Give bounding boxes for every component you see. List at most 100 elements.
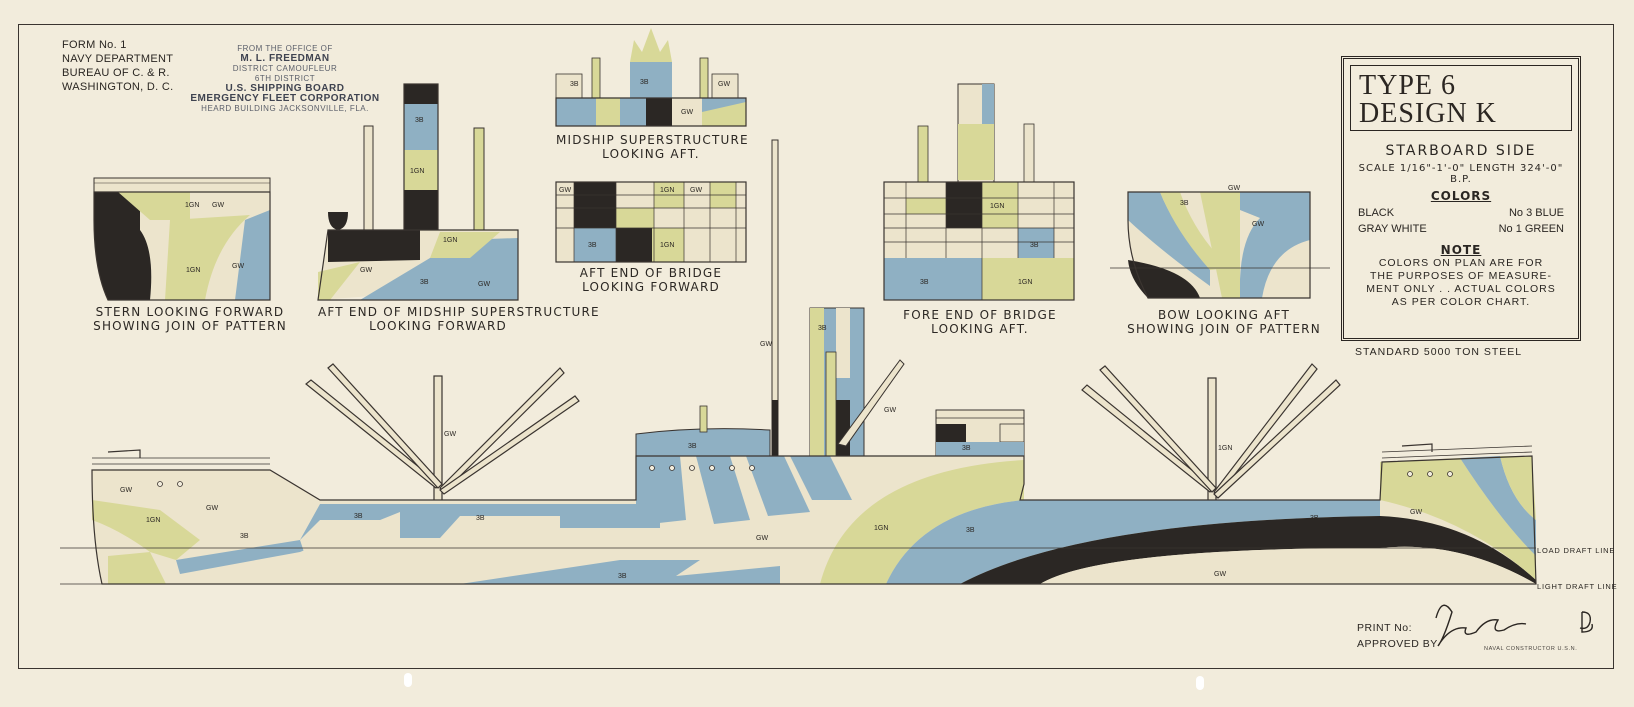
caption-line: LOOKING FORWARD <box>582 280 720 294</box>
zone-label: 3B <box>420 279 429 286</box>
zone-label: GW <box>478 281 490 288</box>
zone-label: 3B <box>966 527 975 534</box>
zone-label: GW <box>681 109 693 116</box>
load-draft-line-label: LOAD DRAFT LINE <box>1537 546 1615 555</box>
color-row-gray-white: GRAY WHITE No 1 GREEN <box>1350 223 1572 235</box>
zone-label: 3B <box>588 242 597 249</box>
initials-mark <box>1579 611 1593 633</box>
caption-line: BOW LOOKING AFT <box>1157 308 1291 322</box>
zone-label: GW <box>1410 509 1422 516</box>
zone-label: 1GN <box>146 517 160 524</box>
zone-label: 1GN <box>443 237 457 244</box>
zone-label: 3B <box>240 533 249 540</box>
colors-heading: COLORS <box>1430 189 1492 203</box>
caption-aft-bridge: AFT END OF BRIDGE LOOKING FORWARD <box>556 266 746 294</box>
note-text: COLORS ON PLAN ARE FOR THE PURPOSES OF M… <box>1350 257 1572 309</box>
zone-label: 3B <box>1180 200 1189 207</box>
zone-label: 3B <box>1030 242 1039 249</box>
aft-mast <box>305 363 580 507</box>
bureau: BUREAU OF C. & R. <box>62 67 170 79</box>
zone-label: GW <box>760 341 772 348</box>
punch-hole <box>404 673 412 687</box>
zone-label: 3B <box>962 445 971 452</box>
zone-label: GW <box>559 187 571 194</box>
stamp-address: HEARD BUILDING JACKSONVILLE, FLA. <box>201 104 369 113</box>
note-line: AS PER COLOR CHART. <box>1391 296 1531 308</box>
zone-label: 1GN <box>185 202 199 209</box>
stamp-name: M. L. FREEDMAN <box>240 53 330 64</box>
caption-line: LOOKING AFT. <box>602 147 700 161</box>
color-code: No 1 GREEN <box>1498 223 1564 235</box>
zone-label: 1GN <box>186 267 200 274</box>
zone-label: 1GN <box>660 242 674 249</box>
caption-fore-bridge: FORE END OF BRIDGE LOOKING AFT. <box>880 308 1080 336</box>
caption-line: STERN LOOKING FORWARD <box>95 305 285 319</box>
zone-label: 3B <box>354 513 363 520</box>
zone-label: GW <box>1214 571 1226 578</box>
fore-bridge-view: 3B 1GN 3B 1GN <box>883 83 1075 301</box>
note-line: COLORS ON PLAN ARE FOR <box>1378 257 1544 269</box>
zone-label: GW <box>718 81 730 88</box>
constructor-label: NAVAL CONSTRUCTOR U.S.N. <box>1484 646 1578 652</box>
note-line: MENT ONLY . . ACTUAL COLORS <box>1366 283 1556 295</box>
zone-label: GW <box>884 407 896 414</box>
zone-label: GW <box>1252 221 1264 228</box>
caption-line: SHOWING JOIN OF PATTERN <box>93 319 287 333</box>
zone-label: GW <box>690 187 702 194</box>
zone-label: GW <box>120 487 132 494</box>
stamp-line: DISTRICT CAMOUFLEUR <box>232 64 338 73</box>
color-row-black: BLACK No 3 BLUE <box>1350 207 1572 219</box>
zone-label: 3B <box>920 279 929 286</box>
title-block: TYPE 6 DESIGN K STARBOARD SIDE SCALE 1/1… <box>1341 56 1581 341</box>
zone-label: GW <box>444 431 456 438</box>
zone-label: 3B <box>415 117 424 124</box>
aft-bridge-view: GW 1GN GW 3B 1GN <box>555 181 747 263</box>
stamp-line: 6TH DISTRICT <box>254 74 316 83</box>
zone-label: GW <box>206 505 218 512</box>
approved-by-label: APPROVED BY <box>1357 638 1438 650</box>
city: WASHINGTON, D. C. <box>62 81 174 93</box>
zone-label: 1GN <box>1218 445 1232 452</box>
department: NAVY DEPARTMENT <box>62 53 174 65</box>
zone-label: 3B <box>1310 515 1319 522</box>
border-frame <box>18 24 1614 669</box>
header-block: FORM No. 1 NAVY DEPARTMENT BUREAU OF C. … <box>62 38 173 94</box>
scale-label: SCALE 1/16"-1'-0" LENGTH 324'-0" B.P. <box>1358 163 1564 185</box>
stamp-line: FROM THE OFFICE OF <box>237 44 333 53</box>
type-title: TYPE 6 <box>1359 70 1456 101</box>
approval-block: PRINT No: APPROVED BY <box>1357 620 1438 652</box>
zone-label: 1GN <box>990 203 1004 210</box>
zone-label: 3B <box>618 573 627 580</box>
print-number-label: PRINT No: <box>1357 622 1413 634</box>
caption-line: SHOWING JOIN OF PATTERN <box>1127 322 1321 336</box>
caption-line: MIDSHIP SUPERSTRUCTURE <box>556 133 749 147</box>
note-line: THE PURPOSES OF MEASURE- <box>1369 270 1553 282</box>
zone-label: GW <box>212 202 224 209</box>
light-draft-line-label: LIGHT DRAFT LINE <box>1537 582 1617 591</box>
midship-superstructure-view: 3B 3B GW GW <box>555 28 747 127</box>
zone-label: GW <box>232 263 244 270</box>
caption-line: LOOKING AFT. <box>931 322 1029 336</box>
caption-bow: BOW LOOKING AFT SHOWING JOIN OF PATTERN <box>1124 308 1324 336</box>
form-number: FORM No. 1 <box>62 39 127 51</box>
zone-label: 3B <box>570 81 579 88</box>
stamp-corp: EMERGENCY FLEET CORPORATION <box>190 93 380 104</box>
caption-line: AFT END OF MIDSHIP SUPERSTRUCTURE <box>318 305 600 319</box>
stamp-board: U.S. SHIPPING BOARD <box>225 83 345 94</box>
zone-label: 1GN <box>1018 279 1032 286</box>
zone-label: 1GN <box>410 168 424 175</box>
caption-line: AFT END OF BRIDGE <box>579 266 723 280</box>
zone-label: 1GN <box>660 187 674 194</box>
signature-mark <box>1435 604 1527 647</box>
caption-line: LOOKING FORWARD <box>369 319 507 333</box>
color-code: No 3 BLUE <box>1508 207 1564 219</box>
fore-mast <box>1081 363 1341 507</box>
zone-label: 1GN <box>874 525 888 532</box>
note-heading: NOTE <box>1440 243 1482 257</box>
caption-line: FORE END OF BRIDGE <box>903 308 1057 322</box>
caption-midship: MIDSHIP SUPERSTRUCTURE LOOKING AFT. <box>556 133 749 161</box>
punch-hole <box>1196 676 1204 690</box>
zone-label: 3B <box>818 325 827 332</box>
